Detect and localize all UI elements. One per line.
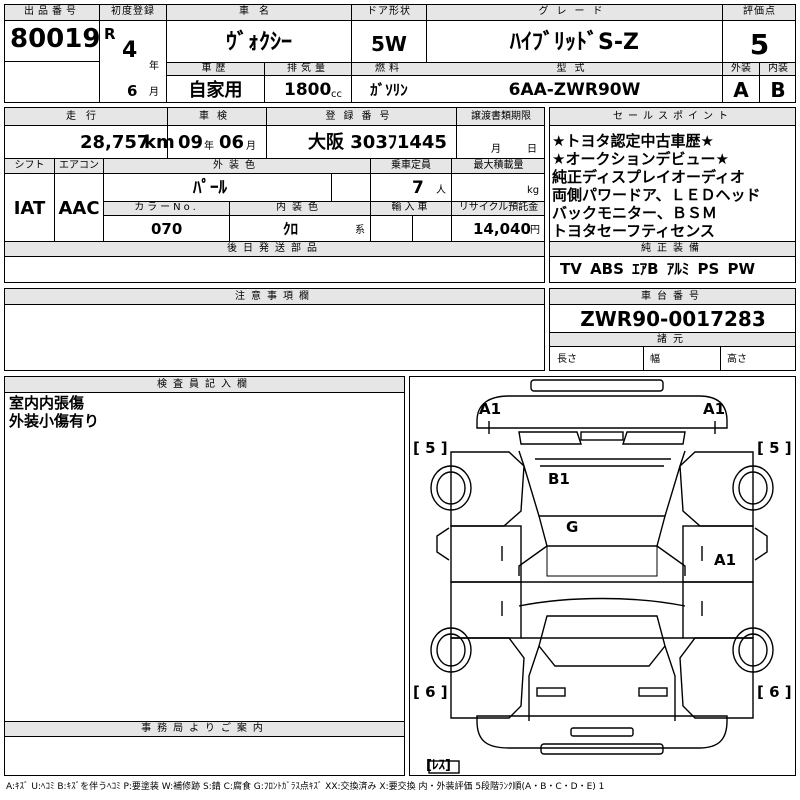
lot-label: 出品番号: [24, 6, 80, 17]
sales-point-5: バックモニター、ＢＳＭ: [552, 204, 717, 222]
notes-section: [4, 288, 545, 371]
details-section: [4, 107, 545, 283]
year: 4: [122, 38, 138, 63]
tire-front-left: [ 5 ]: [413, 439, 448, 457]
header-row-top: [5, 5, 795, 20]
damage-a1-front-left: A1: [479, 400, 502, 418]
aircon: AAC: [58, 198, 100, 219]
model: 6AA-ZWR90W: [508, 80, 641, 100]
sales-point-1: ★トヨタ認定中古車歴★: [552, 132, 714, 150]
inspector-note-2: 外装小傷有り: [9, 412, 100, 430]
equipment-list: TV ABS ｴｱB ｱﾙﾐ PS PW: [560, 260, 756, 278]
sales-point-3: 純正ディスプレイオーディオ: [552, 168, 745, 186]
fuel: ｶﾞｿﾘﾝ: [370, 81, 408, 99]
interior-grade: B: [770, 78, 786, 102]
displacement: 1800: [284, 80, 332, 100]
damage-g: G: [566, 518, 579, 536]
exterior-grade: A: [733, 78, 749, 102]
month: 6: [127, 82, 138, 100]
damage-a1-side: A1: [714, 551, 737, 569]
car-damage-diagram: [428, 379, 774, 774]
interior-color: ｸﾛ: [283, 220, 299, 238]
capacity: 7: [412, 178, 424, 198]
damage-b1: B1: [548, 470, 570, 488]
color-number: 070: [151, 220, 183, 238]
damage-a1-front-right: A1: [703, 400, 726, 418]
sales-point-4: 両側パワードア、ＬＥＤヘッド: [552, 186, 761, 204]
legend: A:ｷｽﾞ U:ﾍｺﾐ B:ｷｽﾞを伴うﾍｺﾐ P:要塗装 W:補修跡 S:錆 …: [6, 782, 605, 792]
score: 5: [749, 28, 770, 61]
registration: 大阪 303ﾌ1445: [308, 132, 447, 153]
inspector-note-1: 室内内張傷: [9, 394, 85, 412]
header-section: [4, 4, 796, 103]
sales-point-6: トヨタセーフティセンス: [552, 222, 715, 240]
inspection-month: 06: [219, 132, 245, 153]
grade: ﾊｲﾌﾞﾘｯﾄﾞS-Z: [510, 30, 639, 55]
lot-number: 80019: [10, 24, 101, 54]
history: 自家用: [188, 80, 243, 101]
later-parts-label: 後日発送部品: [227, 243, 323, 254]
car-name: ｳﾞｫｸｼｰ: [225, 30, 292, 55]
damage-diagram-section: [409, 376, 796, 776]
recycle-fee: 14,040: [473, 220, 531, 238]
inspection-year: 09: [178, 132, 204, 153]
name-label: 車名: [239, 6, 279, 17]
spare-tire: [ﾚｽ]: [426, 758, 451, 773]
tire-rear-left: [ 6 ]: [413, 683, 448, 701]
chassis-section: [549, 288, 796, 371]
era: R: [104, 25, 116, 43]
mileage: 28,757: [80, 132, 150, 153]
inspector-section: [4, 376, 405, 776]
body-color: ﾊﾟｰﾙ: [193, 178, 227, 198]
chassis-number: ZWR90-0017283: [580, 307, 766, 331]
tire-rear-right: [ 6 ]: [757, 683, 792, 701]
tire-front-right: [ 5 ]: [757, 439, 792, 457]
sales-point-2: ★オークションデビュー★: [552, 150, 729, 168]
sales-points-section: [549, 107, 796, 283]
shift: IAT: [13, 198, 46, 219]
first-reg-label: 初度登録: [111, 6, 155, 17]
door: 5W: [371, 32, 407, 56]
